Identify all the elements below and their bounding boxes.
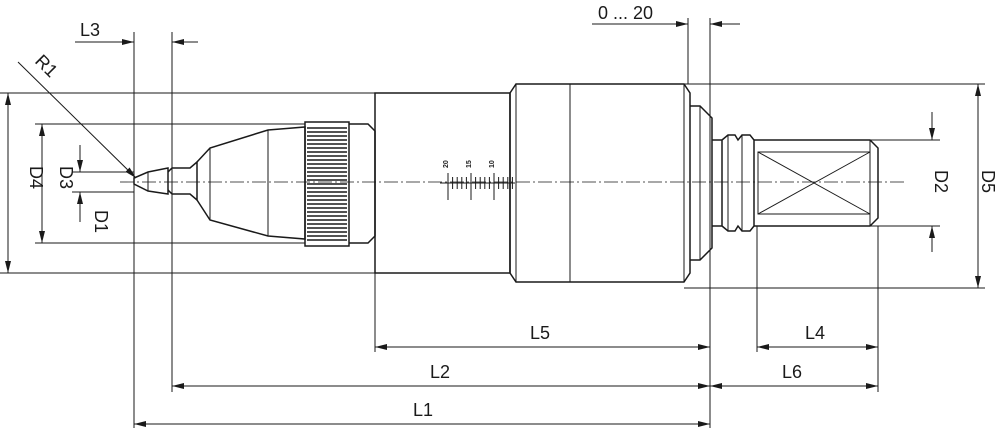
label-R1: R1 (31, 51, 61, 81)
label-L4: L4 (805, 323, 825, 343)
neck (349, 123, 376, 244)
shank-flat (757, 151, 871, 215)
knurled-ring (304, 121, 350, 247)
scale-mark-20: 20 (443, 160, 450, 168)
dimension-lines (5, 21, 981, 427)
adjusting-sleeve (509, 83, 691, 283)
label-L1: L1 (413, 400, 433, 420)
shank (754, 139, 879, 227)
label-L2: L2 (430, 362, 450, 382)
knurl-pattern (307, 127, 347, 241)
scale-mark-15: 15 (466, 160, 473, 168)
label-D3: D3 (56, 166, 76, 189)
scale-mark-10: 10 (489, 160, 496, 168)
extension-lines (0, 18, 985, 428)
small-shank (167, 160, 198, 202)
vernier-scale: 20 15 10 (440, 160, 515, 200)
label-D1: D1 (91, 210, 111, 233)
label-D2: D2 (931, 170, 951, 193)
label-L5: L5 (530, 323, 550, 343)
tapered-nose (196, 126, 306, 240)
label-D4: D4 (26, 166, 46, 189)
shank-grooves (712, 134, 755, 232)
label-D5: D5 (978, 170, 998, 193)
label-L3: L3 (80, 20, 100, 40)
flange (690, 105, 713, 261)
insert-tip (133, 167, 169, 195)
label-adjust-range: 0 ... 20 (598, 3, 653, 23)
label-L6: L6 (782, 362, 802, 382)
